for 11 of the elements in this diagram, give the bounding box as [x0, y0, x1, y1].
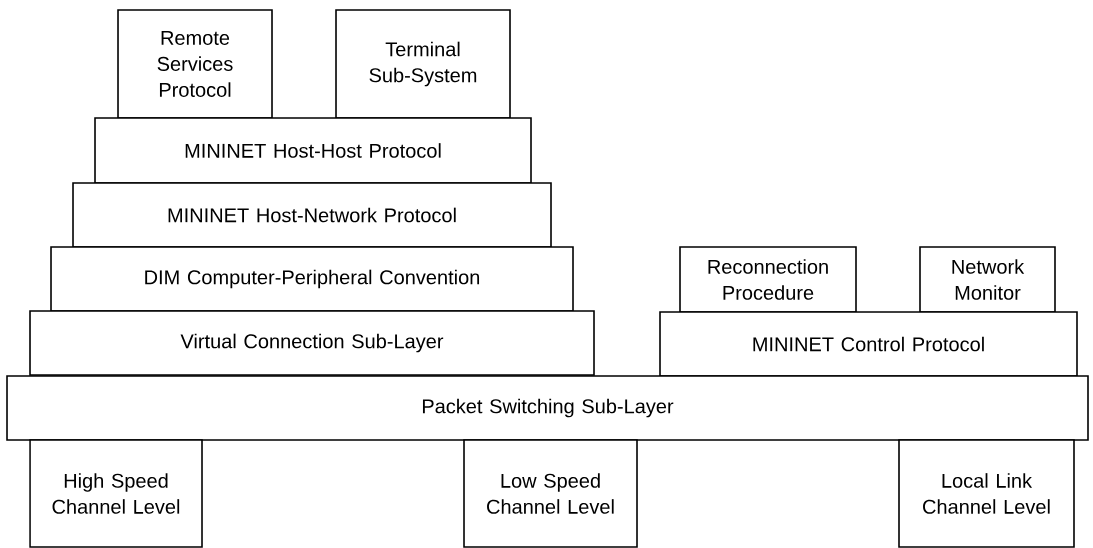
layer-box: MININET Host-Host Protocol	[94, 117, 532, 184]
layer-box: MININET Host-Network Protocol	[72, 182, 552, 248]
layer-box: Local Link Channel Level	[898, 439, 1075, 548]
layer-box: Remote Services Protocol	[117, 9, 273, 119]
layer-box: Low Speed Channel Level	[463, 439, 638, 548]
layer-box: Network Monitor	[919, 246, 1056, 313]
layer-box: Reconnection Procedure	[679, 246, 857, 313]
layer-box: DIM Computer-Peripheral Convention	[50, 246, 574, 312]
layer-box: Terminal Sub-System	[335, 9, 511, 119]
layer-box: High Speed Channel Level	[29, 439, 203, 548]
layer-box: Virtual Connection Sub-Layer	[29, 310, 595, 376]
